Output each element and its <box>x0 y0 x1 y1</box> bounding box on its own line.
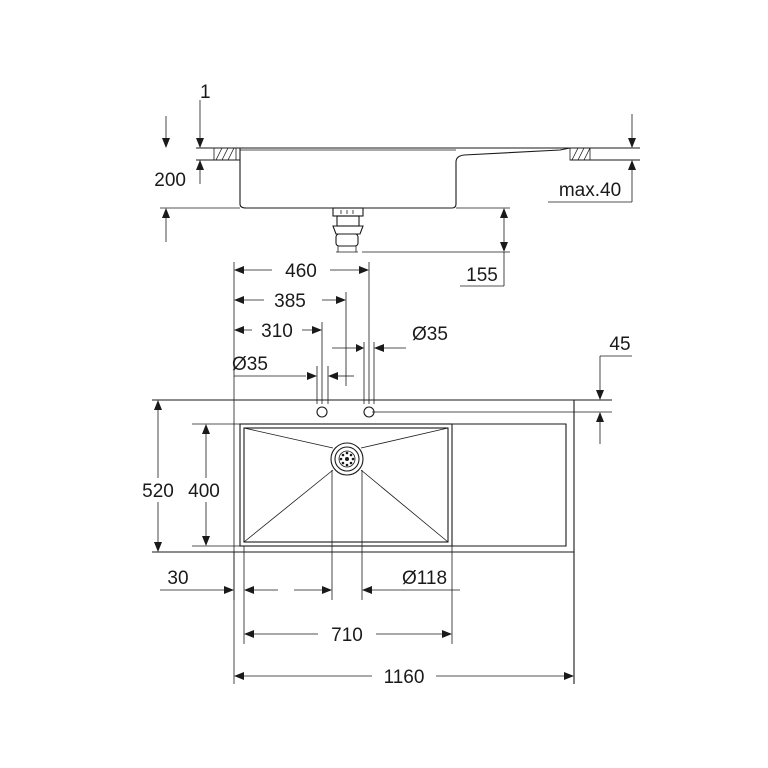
bowl-outline <box>239 423 453 547</box>
dim-bowl-width: 710 <box>331 625 363 646</box>
dim-385: 385 <box>274 291 306 312</box>
waste-outlet-icon <box>332 207 364 253</box>
dim-waste: 155 <box>466 265 498 286</box>
dim-total-width: 1160 <box>384 667 425 688</box>
tap-dimensions: 460 385 310 Ø35 Ø35 <box>232 258 448 684</box>
dim-offset: 30 <box>167 568 188 589</box>
side-view: 1 200 max.40 155 <box>154 82 640 287</box>
dim-hole-left: Ø35 <box>232 354 268 375</box>
dim-depth-bowl: 400 <box>188 481 220 502</box>
tap-hole-left <box>316 406 328 418</box>
dim-460: 460 <box>285 261 317 282</box>
plan-view: 45 520 400 30 Ø118 710 <box>136 334 632 688</box>
drainer-outline <box>452 423 567 547</box>
bowl-inner-outline <box>243 427 449 543</box>
dim-bowl-depth: 200 <box>154 170 186 191</box>
dim-310: 310 <box>261 321 293 342</box>
dim-drain: Ø118 <box>402 568 447 589</box>
dim-edge: 45 <box>609 334 630 355</box>
drain-icon <box>330 442 364 476</box>
worktop-hatch-left <box>213 147 237 161</box>
sink-body-profile <box>239 147 571 209</box>
dim-worktop: max.40 <box>559 180 621 201</box>
dim-hole-right: Ø35 <box>412 324 448 345</box>
dim-depth-outer: 520 <box>142 481 174 502</box>
worktop-hatch-right <box>569 147 591 161</box>
dim-top-gap: 1 <box>200 82 211 103</box>
